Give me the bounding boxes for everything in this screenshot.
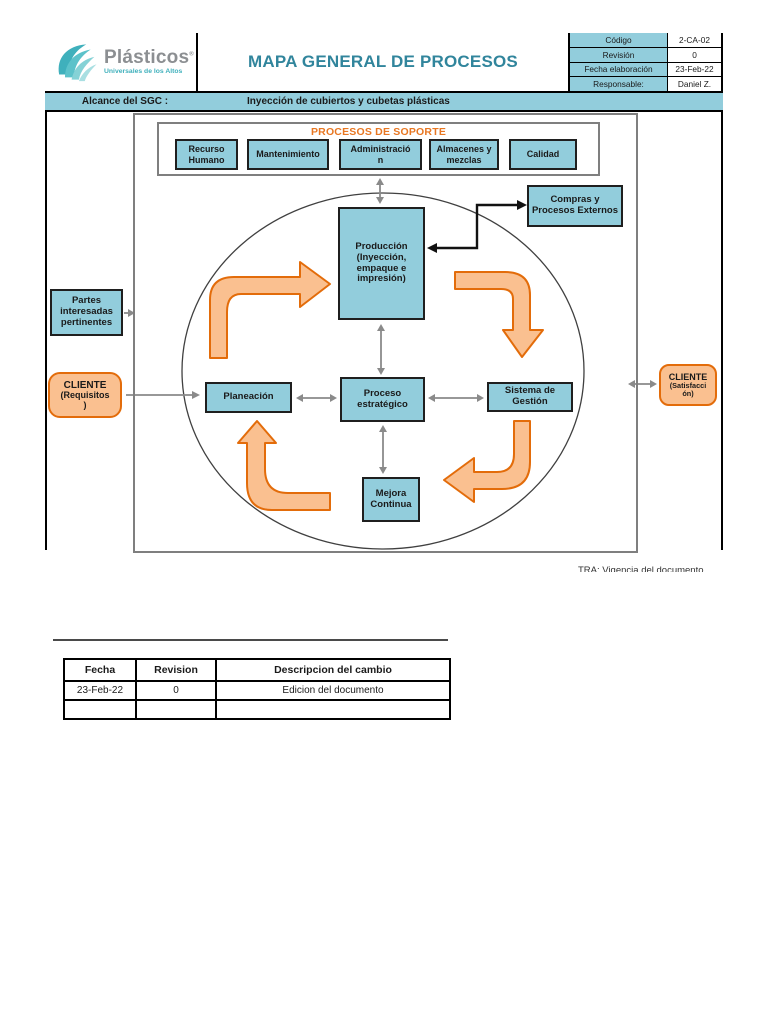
cell-revision <box>135 699 217 720</box>
plasticos-swirl-icon <box>58 44 97 82</box>
brand-name: Plásticos® <box>104 47 194 69</box>
node-mantenimiento: Mantenimiento <box>247 139 329 170</box>
meta-value: 23-Feb-22 <box>675 64 714 75</box>
cell-fecha <box>63 699 137 720</box>
scope-label: Alcance del SGC : <box>81 96 169 107</box>
cell-descripcion: Edicion del documento <box>215 680 451 701</box>
support-processes-title: PROCESOS DE SOPORTE <box>310 126 447 138</box>
brand-tagline: Universales de los Altos <box>104 68 183 76</box>
node-cliente-satisfaccion: CLIENTE (Satisfacci ón) <box>659 364 717 406</box>
meta-value: 2-CA-02 <box>679 34 710 45</box>
registered-mark: ® <box>189 51 194 58</box>
node-mejora-continua: Mejora Continua <box>362 477 420 522</box>
cliente-requisitos-title: CLIENTE <box>63 379 107 391</box>
meta-value: Daniel Z. <box>677 79 712 90</box>
title-cell: MAPA GENERAL DE PROCESOS <box>198 33 568 93</box>
cliente-satisfaccion-sub: (Satisfacci ón) <box>669 380 707 398</box>
node-sistema-de-gestion: Sistema de Gestión <box>487 382 573 412</box>
col-header-revision: Revision <box>135 658 217 682</box>
meta-label: Fecha elaboración <box>570 62 668 77</box>
scope-bar: Alcance del SGC : Inyección de cubiertos… <box>45 93 723 112</box>
node-calidad: Calidad <box>509 139 577 170</box>
node-cliente-requisitos: CLIENTE (Requisitos ) <box>48 372 122 418</box>
footer-note-text: TRA: Vigencia del documento <box>578 565 704 572</box>
node-produccion: Producción (Inyección, empaque e impresi… <box>338 207 425 320</box>
meta-label: Código <box>570 33 668 47</box>
separator-rule <box>53 639 448 641</box>
logo-cell: Plásticos® Universales de los Altos <box>45 33 198 93</box>
col-header-descripcion: Descripcion del cambio <box>215 658 451 682</box>
logo-text: Plásticos® Universales de los Altos <box>104 48 194 76</box>
revision-header-row: Fecha Revision Descripcion del cambio <box>63 658 451 682</box>
diagram-container <box>133 113 638 553</box>
meta-row-revision: Revisión 0 <box>570 47 721 63</box>
meta-row-codigo: Código 2-CA-02 <box>570 33 721 48</box>
meta-row-responsable: Responsable: Daniel Z. <box>570 77 721 91</box>
meta-row-fecha: Fecha elaboración 23-Feb-22 <box>570 62 721 78</box>
node-compras-procesos-externos: Compras y Procesos Externos <box>527 185 623 227</box>
cliente-requisitos-sub: (Requisitos ) <box>60 389 110 410</box>
footer-note-clipped: TRA: Vigencia del documento <box>578 564 768 572</box>
node-partes-interesadas: Partes interesadas pertinentes <box>50 289 123 336</box>
cliente-satisfaccion-title: CLIENTE <box>668 371 708 382</box>
revision-history-table: Fecha Revision Descripcion del cambio 23… <box>63 658 451 720</box>
node-administracion: Administració n <box>339 139 422 170</box>
table-row: 23-Feb-22 0 Edicion del documento <box>63 680 451 701</box>
support-processes-box: PROCESOS DE SOPORTE <box>157 122 600 176</box>
node-recurso-humano: Recurso Humano <box>175 139 238 170</box>
cell-descripcion <box>215 699 451 720</box>
table-row <box>63 699 451 720</box>
cell-fecha: 23-Feb-22 <box>63 680 137 701</box>
cell-revision: 0 <box>135 680 217 701</box>
scope-value: Inyección de cubiertos y cubetas plástic… <box>247 96 450 107</box>
meta-value: 0 <box>692 49 697 60</box>
meta-label: Responsable: <box>570 77 668 91</box>
col-header-fecha: Fecha <box>63 658 137 682</box>
node-almacenes-mezclas: Almacenes y mezclas <box>429 139 499 170</box>
page-title: MAPA GENERAL DE PROCESOS <box>248 52 518 71</box>
meta-label: Revisión <box>570 47 668 62</box>
document-meta-table: Código 2-CA-02 Revisión 0 Fecha elaborac… <box>568 33 721 93</box>
node-planeacion: Planeación <box>205 382 292 413</box>
node-proceso-estrategico: Proceso estratégico <box>340 377 425 422</box>
